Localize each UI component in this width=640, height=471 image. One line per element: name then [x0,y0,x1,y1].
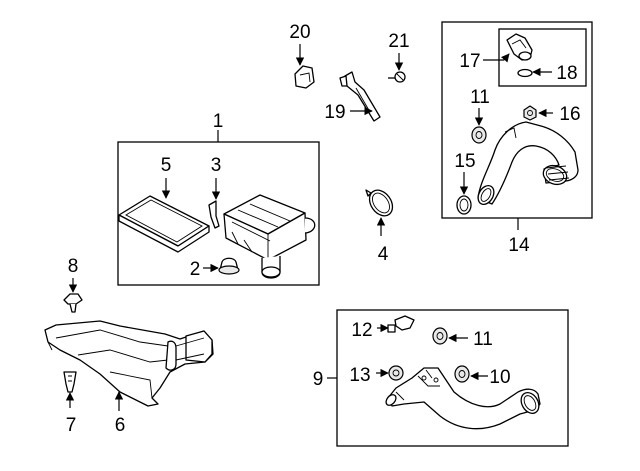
callout-2: 2 [190,259,201,280]
callout-4: 4 [378,244,389,265]
callout-19: 19 [324,102,345,123]
fastener-clip [63,371,77,393]
callout-18: 18 [556,63,577,84]
sensor-clip [387,315,415,333]
intake-duct [477,121,579,205]
callout-10: 10 [489,367,510,388]
air-filter-element [118,195,210,253]
duct-support [339,71,381,122]
hose-clamp [365,189,394,217]
retaining-nut [388,365,404,381]
housing-grommet [218,257,240,275]
intake-duct-assembly-box [441,21,593,219]
bolt [388,71,406,83]
callout-20: 20 [289,22,310,43]
push-pin-fastener [63,293,83,313]
retaining-clip [208,200,220,229]
callout-7: 7 [66,415,77,436]
callout-6: 6 [115,415,126,436]
duct-grommet [454,365,470,383]
o-ring [517,68,533,78]
callout-16: 16 [559,104,580,125]
callout-17: 17 [459,51,480,72]
callout-8: 8 [68,256,79,277]
callout-11-upper: 11 [470,87,490,108]
duct-clamp [456,195,472,215]
air-guide-deflector [44,320,214,407]
callout-11-lower: 11 [473,329,493,350]
air-cleaner-housing [223,194,316,279]
callout-15: 15 [454,151,475,172]
grommet-upper [471,126,487,144]
outlet-duct [385,367,541,430]
mass-airflow-sensor [506,33,533,61]
callout-21: 21 [388,31,409,52]
mounting-bracket [294,65,315,89]
callout-13: 13 [349,365,370,386]
nut [523,105,537,121]
grommet-lower [432,327,448,345]
callout-5: 5 [161,155,172,176]
callout-1: 1 [213,111,224,132]
sensor-detail-box [498,28,587,87]
callout-14: 14 [508,235,530,256]
callout-9: 9 [313,369,324,390]
leader-17b [500,53,510,63]
callout-3: 3 [211,155,222,176]
callout-12: 12 [351,320,372,341]
